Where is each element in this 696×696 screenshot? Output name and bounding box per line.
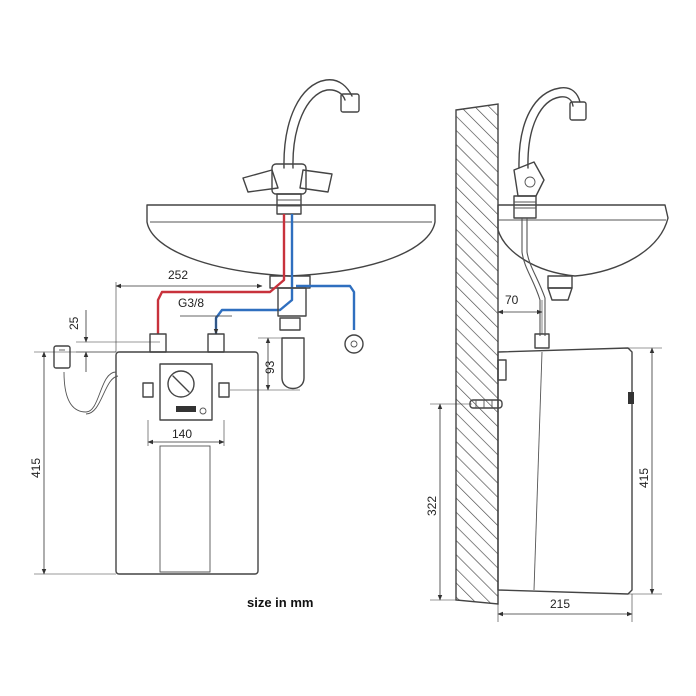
front-faucet: [242, 79, 360, 215]
side-heater: [497, 347, 634, 595]
dim-top-offset: 25: [67, 310, 160, 372]
siphon: [277, 287, 307, 390]
side-view: 70 322 415 215: [425, 87, 669, 622]
side-faucet: [513, 87, 587, 219]
dim-wall-distance: 70: [497, 293, 543, 334]
hot-water-line: [156, 214, 286, 334]
dim-inlet-spacing: 252: [115, 268, 263, 352]
dim-unit-height-side: 415: [628, 347, 662, 595]
dim-wall-distance-label: 70: [505, 293, 519, 307]
dim-outlet-height: 93: [230, 337, 300, 391]
front-heater: [115, 333, 259, 575]
side-supply-pipe: [521, 218, 541, 336]
front-view: 252 G3/8 25 93 140: [29, 79, 436, 610]
side-sink: [497, 204, 669, 301]
dim-inlet-spacing-label: 252: [168, 268, 188, 282]
dim-unit-height-front: 415: [29, 351, 116, 575]
dim-unit-depth-label: 215: [550, 597, 570, 611]
dim-thread: G3/8: [178, 296, 232, 335]
dim-top-offset-label: 25: [67, 316, 81, 330]
dim-mount-height-label: 322: [425, 496, 439, 516]
dim-thread-label: G3/8: [178, 296, 204, 310]
size-caption: size in mm: [247, 595, 313, 610]
dim-unit-height-side-label: 415: [637, 468, 651, 488]
dim-mount-height: 322: [425, 403, 472, 601]
power-plug: [53, 345, 119, 415]
dim-unit-depth: 215: [497, 594, 633, 622]
dim-outlet-height-label: 93: [263, 360, 277, 374]
wall-section: [455, 103, 499, 605]
dim-control-width: 140: [147, 420, 225, 446]
dim-control-width-label: 140: [172, 427, 192, 441]
dim-unit-height-front-label: 415: [29, 458, 43, 478]
